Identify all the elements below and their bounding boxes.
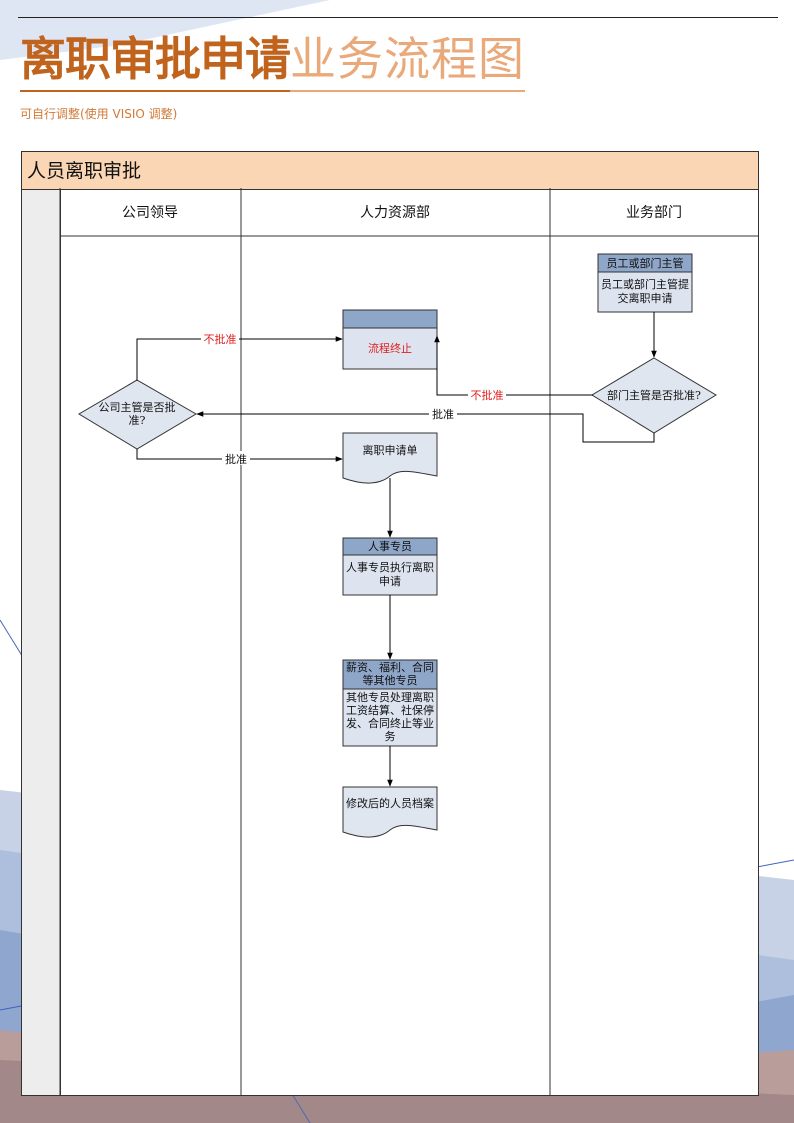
page-subtitle: 可自行调整(使用 VISIO 调整) [20, 107, 178, 121]
process-other-specialists: 薪资、福利、合同 等其他专员 其他专员处理离职 工资结算、社保停 发、合同终止等… [342, 659, 438, 747]
decision-text: 部门主管是否批准? [607, 388, 701, 402]
process-header-text: 员工或部门主管 [607, 256, 684, 270]
label-background [468, 387, 506, 401]
document-resignation-form: 离职申请单 [342, 432, 438, 484]
decision-text: 准? [129, 414, 146, 427]
edge-label-company-reject: 不批准 [204, 332, 237, 346]
process-terminate: 流程终止 [342, 309, 438, 370]
document-shape [342, 432, 438, 484]
page-title: 离职审批申请业务流程图 [20, 28, 525, 92]
process-header [342, 659, 438, 690]
process-body [342, 554, 438, 596]
document-shape [342, 786, 438, 838]
document-archive: 修改后的人员档案 [342, 786, 438, 838]
process-body-text: 申请 [379, 575, 401, 588]
process-body-text: 交离职申请 [618, 291, 673, 305]
label-background [429, 406, 457, 420]
pool-side-strip [22, 190, 61, 1095]
edge-label-dept-reject: 不批准 [471, 388, 504, 402]
process-header [342, 309, 438, 329]
decision-text: 公司主管是否批 [99, 400, 176, 414]
top-rule [18, 17, 778, 18]
connector-dept-reject [434, 335, 593, 396]
process-body [342, 327, 438, 370]
process-employee-submit: 员工或部门主管 员工或部门主管提 交离职申请 [597, 253, 693, 313]
process-body-text: 其他专员处理离职 [346, 690, 434, 704]
title-light: 业务流程图 [290, 28, 525, 92]
process-body-text: 人事专员执行离职 [346, 560, 434, 574]
pool-header: 人员离职审批 [22, 152, 758, 190]
label-background [222, 451, 250, 465]
terminate-text: 流程终止 [368, 341, 412, 355]
decision-company-approve: 公司主管是否批 准? [78, 379, 197, 450]
process-header-text: 人事专员 [368, 539, 412, 553]
process-body [342, 688, 438, 747]
document-text: 修改后的人员档案 [346, 796, 434, 810]
process-header-text: 等其他专员 [363, 673, 418, 687]
lane-title-company-leaders: 公司领导 [122, 205, 178, 221]
process-body [597, 271, 693, 313]
process-body-text: 发、合同终止等业 [346, 716, 434, 730]
title-bold: 离职审批申请 [20, 28, 291, 92]
process-body-text: 务 [385, 730, 396, 743]
connector-company-approve [136, 449, 343, 462]
pool-title: 人员离职审批 [27, 160, 142, 182]
process-body-text: 员工或部门主管提 [601, 277, 689, 291]
corner-shape-top [0, 0, 330, 60]
lane-title-hr: 人力资源部 [360, 205, 430, 221]
document-text: 离职申请单 [363, 443, 418, 457]
label-background [201, 331, 239, 345]
connector-company-reject [136, 336, 343, 380]
process-hr-specialist: 人事专员 人事专员执行离职 申请 [342, 537, 438, 596]
lane-title-business: 业务部门 [626, 205, 682, 221]
edge-label-company-approve: 批准 [225, 452, 247, 466]
edge-label-dept-approve: 批准 [432, 407, 454, 421]
decision-dept-approve: 部门主管是否批准? [591, 357, 717, 434]
process-body-text: 工资结算、社保停 [346, 703, 434, 717]
process-header-text: 薪资、福利、合同 [346, 660, 434, 674]
